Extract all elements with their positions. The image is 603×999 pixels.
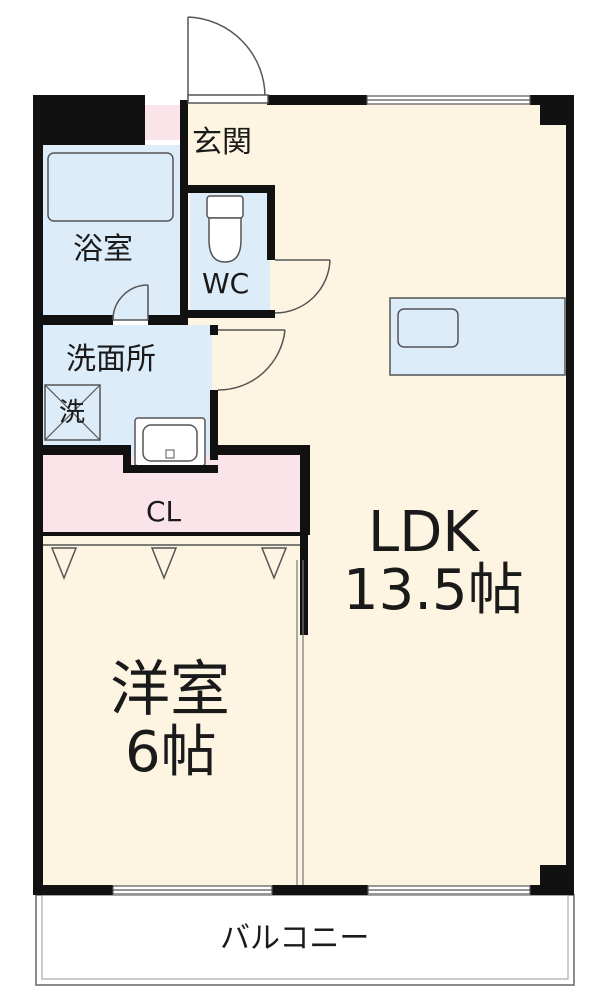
bathtub <box>47 152 174 222</box>
western-size-label: 6帖 <box>125 720 217 785</box>
windows <box>112 95 531 895</box>
ldk-size-label: 13.5帖 <box>343 558 524 623</box>
entrance-floor <box>145 100 267 185</box>
bath-label: 浴室 <box>73 232 133 267</box>
washer-space <box>44 384 101 441</box>
western-room-floor <box>40 535 300 895</box>
washer-label: 洗 <box>59 398 86 428</box>
wash-basin <box>134 417 206 467</box>
ldk-label: LDK <box>368 500 480 565</box>
wc-label: WC <box>202 267 250 300</box>
closet-label: CL <box>146 495 182 528</box>
balcony-label: バルコニー <box>220 921 370 956</box>
washroom-label: 洗面所 <box>66 342 156 377</box>
western-room-label: 洋室 <box>110 655 230 725</box>
doors <box>112 16 331 391</box>
walls <box>33 95 574 895</box>
kitchen-counter <box>389 297 566 376</box>
entrance-label: 玄関 <box>192 125 252 160</box>
sliding-door-western <box>296 560 304 885</box>
closet-hanger-marks <box>40 544 300 581</box>
toilet <box>206 195 244 263</box>
